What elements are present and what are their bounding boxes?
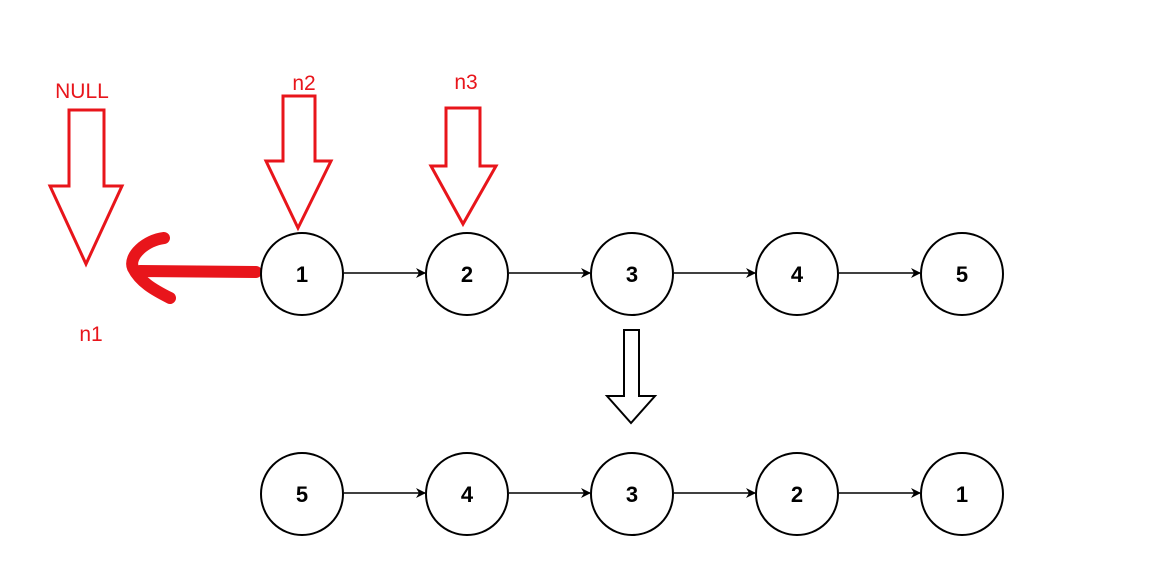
reversed-node-4: 4 [425, 452, 509, 536]
reversed-node-3: 3 [590, 452, 674, 536]
n2-label: n2 [292, 72, 315, 95]
reversed-node-2-label: 2 [791, 482, 803, 507]
original-node-1-label: 1 [296, 262, 308, 287]
n1-pointer-arrow [47, 108, 125, 268]
original-node-4: 4 [755, 232, 839, 316]
original-node-3: 3 [590, 232, 674, 316]
n3-pointer-arrow [428, 106, 499, 228]
n3-label: n3 [454, 71, 477, 94]
original-node-5-label: 5 [956, 262, 968, 287]
reversed-node-3-label: 3 [626, 482, 638, 507]
reversed-node-1-label: 1 [956, 482, 968, 507]
reversed-node-5: 5 [260, 452, 344, 536]
reversed-node-1: 1 [920, 452, 1004, 536]
reversed-link-arrow [126, 232, 262, 304]
original-node-2-label: 2 [461, 262, 473, 287]
original-node-1: 1 [260, 232, 344, 316]
original-node-5: 5 [920, 232, 1004, 316]
original-node-3-label: 3 [626, 262, 638, 287]
reversed-node-4-label: 4 [461, 482, 474, 507]
reversed-node-5-label: 5 [296, 482, 308, 507]
null-label: NULL [55, 80, 109, 103]
original-node-4-label: 4 [791, 262, 804, 287]
reversed-node-2: 2 [755, 452, 839, 536]
original-node-2: 2 [425, 232, 509, 316]
n2-pointer-arrow [263, 94, 334, 232]
n1-label: n1 [79, 323, 102, 346]
transform-down-arrow [604, 329, 658, 425]
